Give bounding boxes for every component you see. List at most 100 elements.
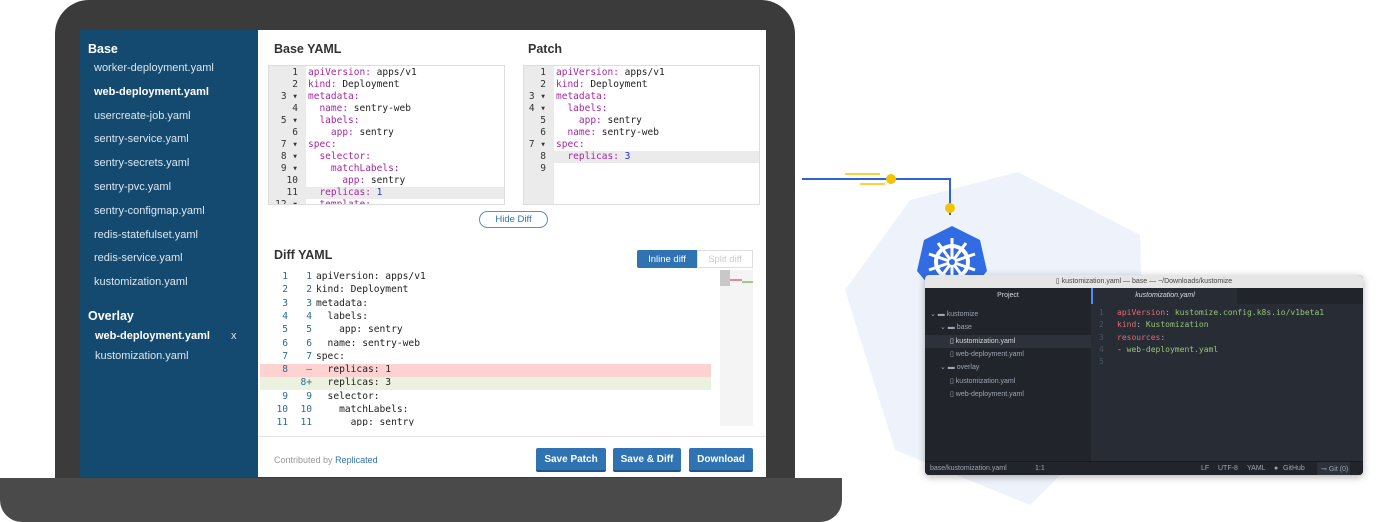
old-line-number: 1 bbox=[282, 271, 288, 282]
inline-diff-toggle[interactable]: Inline diff bbox=[637, 250, 697, 268]
sidebar-file[interactable]: web-deployment.yaml bbox=[94, 85, 209, 98]
tree-file[interactable]: ▯ web-deployment.yaml bbox=[925, 348, 1091, 361]
sidebar-file[interactable]: worker-deployment.yaml bbox=[94, 62, 214, 74]
diff-code: name: sentry-web bbox=[316, 337, 420, 349]
diff-code: selector: bbox=[316, 390, 380, 402]
sidebar-file[interactable]: sentry-configmap.yaml bbox=[94, 204, 205, 217]
yaml-key: app: bbox=[308, 175, 366, 186]
sidebar-file[interactable]: redis-service.yaml bbox=[94, 252, 183, 265]
overlay-file[interactable]: kustomization.yaml bbox=[95, 350, 189, 362]
code-text: kind: Deployment bbox=[308, 79, 400, 91]
new-line-number: — bbox=[306, 364, 312, 376]
new-line-number: 8+ bbox=[300, 377, 312, 389]
new-line-number: 5 bbox=[306, 324, 312, 336]
code-text: selector: bbox=[308, 151, 370, 163]
code-text: name: sentry-web bbox=[308, 103, 411, 115]
save-patch-button[interactable]: Save Patch bbox=[536, 448, 606, 472]
download-button[interactable]: Download bbox=[689, 448, 753, 472]
file-icon: ▯ bbox=[950, 350, 956, 358]
diff-code: replicas: 3 bbox=[316, 377, 392, 389]
remove-overlay-button[interactable]: x bbox=[231, 330, 237, 342]
diff-yaml-title: Diff YAML bbox=[274, 248, 333, 262]
tree-label: web-deployment.yaml bbox=[955, 350, 1024, 358]
folder-icon: ⌄ ▬ bbox=[940, 364, 957, 372]
new-line-number: 11 bbox=[300, 417, 312, 426]
status-encoding[interactable]: UTF-8 bbox=[1218, 465, 1238, 472]
yaml-value: Kustomization bbox=[1145, 320, 1209, 330]
line-number: 11 bbox=[286, 187, 298, 198]
sidebar-file[interactable]: kustomization.yaml bbox=[94, 276, 188, 289]
status-path[interactable]: base/kustomization.yaml bbox=[930, 465, 1007, 472]
status-bar: base/kustomization.yaml 1:1 LF UTF-8 YAM… bbox=[925, 461, 1363, 475]
save-and-diff-button[interactable]: Save & Diff bbox=[613, 448, 681, 472]
sidebar-file[interactable]: sentry-secrets.yaml bbox=[94, 157, 190, 170]
file-icon: ▯ bbox=[1055, 278, 1062, 285]
diff-code: apiVersion: apps/v1 bbox=[316, 271, 426, 282]
atom-editor-window: ▯ kustomization.yaml — base — ~/Download… bbox=[925, 275, 1363, 475]
status-cursor[interactable]: 1:1 bbox=[1035, 465, 1045, 472]
replicated-link[interactable]: Replicated bbox=[335, 455, 378, 465]
tree-file[interactable]: ▯ kustomization.yaml bbox=[925, 334, 1091, 348]
overlay-file[interactable]: web-deployment.yaml bbox=[95, 330, 210, 342]
tree-label: kustomize bbox=[946, 311, 979, 318]
yaml-key: replicas: bbox=[308, 187, 371, 198]
tree-folder[interactable]: ⌄ ▬ base bbox=[925, 321, 1091, 334]
tree-folder[interactable]: ⌄ ▬ overlay bbox=[925, 361, 1091, 374]
tree-folder[interactable]: ⌄ ▬ kustomize bbox=[925, 308, 1091, 321]
yaml-key: labels: bbox=[308, 115, 360, 126]
yaml-key: labels: bbox=[556, 103, 608, 114]
tree-file[interactable]: ▯ web-deployment.yaml bbox=[925, 388, 1091, 401]
tree-label: kustomization.yaml bbox=[955, 337, 1016, 345]
code-line: 3 ▾metadata: bbox=[524, 91, 759, 103]
code-text: kind: Deployment bbox=[556, 79, 648, 91]
diff-code: kind: Deployment bbox=[316, 284, 409, 296]
status-github[interactable]: GitHub bbox=[1283, 465, 1305, 472]
hide-diff-button[interactable]: Hide Diff bbox=[479, 211, 548, 228]
status-grammar[interactable]: YAML bbox=[1247, 465, 1266, 472]
code-text: labels: bbox=[308, 115, 359, 127]
project-tab[interactable]: Project bbox=[997, 292, 1019, 299]
line-number: 2 bbox=[1099, 320, 1104, 330]
line-number: 1 bbox=[540, 67, 546, 78]
diff-line: 8— replicas: 1 bbox=[260, 364, 711, 377]
yaml-key: spec: bbox=[308, 139, 337, 150]
added-marker bbox=[742, 281, 753, 283]
connector-dot bbox=[886, 174, 896, 184]
sidebar-file[interactable]: redis-statefulset.yaml bbox=[94, 228, 198, 241]
sidebar-file[interactable]: sentry-service.yaml bbox=[94, 133, 189, 146]
editor-tab[interactable]: kustomization.yaml bbox=[1091, 288, 1237, 304]
new-line-number: 7 bbox=[306, 350, 312, 362]
line-number: 6 bbox=[540, 127, 546, 138]
status-line-ending[interactable]: LF bbox=[1201, 465, 1210, 472]
patch-title: Patch bbox=[528, 42, 563, 56]
footer-divider bbox=[258, 436, 766, 437]
yaml-key: app: bbox=[308, 127, 354, 138]
code-text: replicas: 1 bbox=[308, 187, 382, 199]
tree-file[interactable]: ▯ kustomization.yaml bbox=[925, 375, 1091, 388]
yaml-key: replicas: bbox=[556, 151, 619, 162]
diff-code: app: sentry bbox=[316, 324, 403, 336]
split-diff-toggle[interactable]: Split diff bbox=[697, 250, 753, 268]
punct: : bbox=[1136, 320, 1146, 330]
scrollbar-thumb[interactable] bbox=[720, 270, 730, 286]
new-line-number: 2 bbox=[306, 284, 312, 296]
removed-marker bbox=[730, 279, 742, 281]
sidebar-file[interactable]: sentry-pvc.yaml bbox=[94, 181, 172, 193]
project-tree: Project ⌄ ▬ kustomize⌄ ▬ base ▯ kustomiz… bbox=[925, 288, 1091, 461]
file-icon: ▯ bbox=[950, 390, 956, 398]
status-git[interactable]: ⊸ Git (0) bbox=[1317, 462, 1351, 475]
sidebar-file[interactable]: usercreate-job.yaml bbox=[94, 109, 191, 122]
yaml-key: apiVersion bbox=[1117, 308, 1166, 317]
file-icon: ▯ bbox=[950, 337, 956, 345]
line-number: 9 ▾ bbox=[280, 163, 298, 174]
